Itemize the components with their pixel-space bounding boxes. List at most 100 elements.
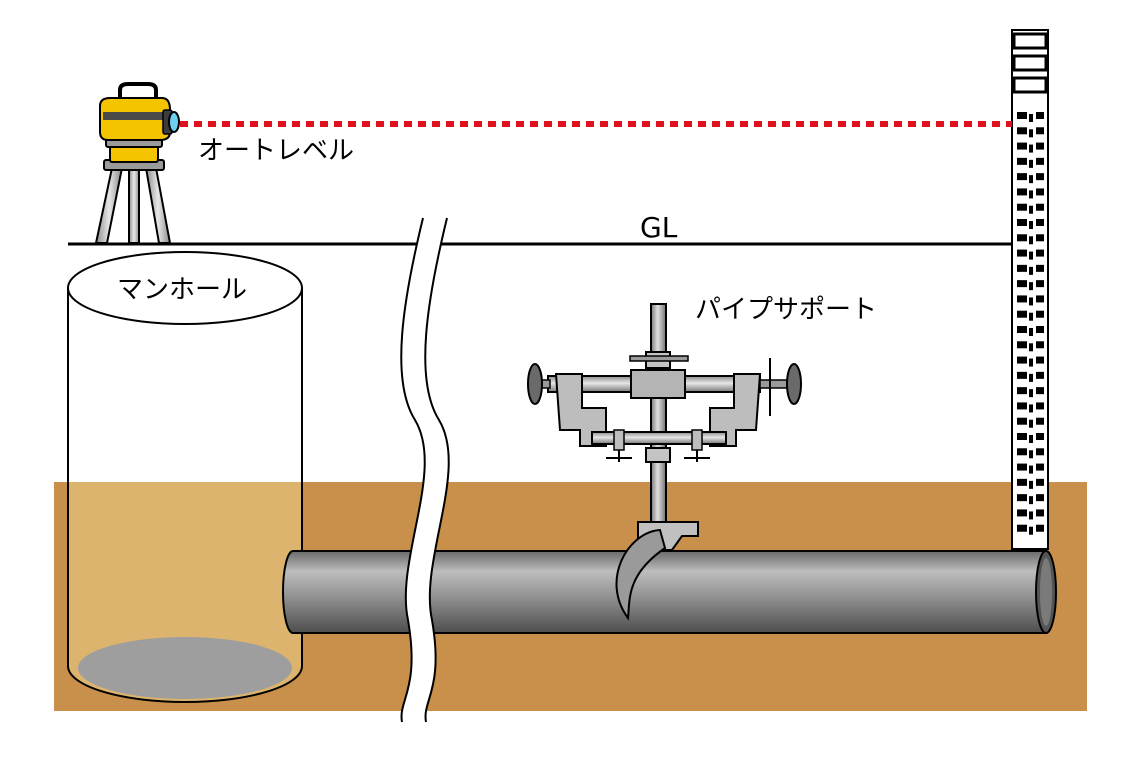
staff-mark <box>1017 433 1027 440</box>
staff-mark-tick <box>1029 389 1033 398</box>
staff-mark <box>1017 478 1027 486</box>
staff-mark <box>1036 249 1044 257</box>
manhole-label: マンホール <box>117 275 248 305</box>
staff-mark <box>1036 417 1044 425</box>
staff-mark <box>1017 173 1027 181</box>
staff-mark-tick <box>1029 129 1033 138</box>
manhole <box>67 251 303 703</box>
auto-level-instrument <box>99 82 180 163</box>
staff-mark <box>1036 494 1044 502</box>
staff-mark <box>1017 387 1027 395</box>
staff-mark <box>1036 310 1044 318</box>
staff-mark <box>1036 371 1044 379</box>
staff-mark <box>1017 280 1027 288</box>
staff-mark-tick <box>1029 282 1033 291</box>
staff-mark-tick <box>1029 480 1033 489</box>
manhole-opening <box>67 251 303 325</box>
staff-top-block <box>1012 76 1048 94</box>
staff-mark-tick <box>1029 236 1033 245</box>
staff-mark <box>1017 203 1027 211</box>
staff-mark <box>1036 219 1044 226</box>
staff-mark-tick <box>1029 526 1033 535</box>
pipe-support <box>527 303 802 621</box>
staff-mark-tick <box>1029 144 1033 153</box>
staff-mark <box>1017 157 1027 165</box>
staff-mark <box>1017 463 1027 471</box>
staff-mark <box>1017 127 1027 135</box>
staff-mark <box>1036 326 1044 333</box>
staff-mark <box>1036 463 1044 471</box>
tripod <box>94 159 172 244</box>
leveling-staff <box>1011 29 1049 550</box>
staff-mark-tick <box>1029 404 1033 413</box>
staff-mark <box>1036 157 1044 165</box>
staff-mark-tick <box>1029 465 1033 474</box>
ground-line-label: GL <box>640 211 678 244</box>
staff-mark-tick <box>1029 221 1033 229</box>
staff-mark <box>1036 448 1044 456</box>
staff-mark-tick <box>1029 159 1033 168</box>
staff-mark <box>1017 295 1027 303</box>
staff-mark <box>1017 249 1027 257</box>
staff-mark <box>1036 188 1044 196</box>
staff-mark <box>1017 494 1027 502</box>
staff-mark-tick <box>1029 312 1033 321</box>
staff-mark <box>1036 433 1044 440</box>
staff-mark <box>1017 264 1027 272</box>
staff-mark-tick <box>1029 190 1033 199</box>
staff-mark <box>1017 509 1027 517</box>
staff-mark-tick <box>1029 328 1033 336</box>
staff-mark <box>1036 341 1044 349</box>
staff-mark-tick <box>1029 450 1033 459</box>
staff-mark <box>1017 142 1027 150</box>
auto-level-label: オートレベル <box>198 136 355 166</box>
staff-mark <box>1036 234 1044 242</box>
pipe-support-label: パイプサポート <box>695 295 878 325</box>
staff-mark-tick <box>1029 358 1033 367</box>
staff-top-block <box>1012 32 1048 50</box>
staff-mark-tick <box>1029 175 1033 184</box>
manhole-floor <box>78 637 292 699</box>
pipe <box>282 550 1057 634</box>
staff-mark <box>1017 219 1027 226</box>
objective-lens <box>168 111 180 133</box>
staff-mark-tick <box>1029 419 1033 428</box>
staff-mark <box>1036 402 1044 410</box>
staff-mark <box>1017 402 1027 410</box>
staff-top-block <box>1012 54 1048 72</box>
left-knob <box>527 363 543 405</box>
staff-mark <box>1017 371 1027 379</box>
staff-mark-tick <box>1029 205 1033 214</box>
staff-mark-tick <box>1029 373 1033 382</box>
staff-mark <box>1036 173 1044 181</box>
staff-mark <box>1017 356 1027 364</box>
staff-mark <box>1017 448 1027 456</box>
staff-graduations <box>1012 32 1048 535</box>
staff-mark <box>1017 326 1027 333</box>
staff-mark <box>1036 356 1044 364</box>
staff-mark <box>1036 142 1044 150</box>
staff-mark-tick <box>1029 496 1033 505</box>
staff-mark-tick <box>1029 511 1033 520</box>
staff-mark <box>1036 524 1044 532</box>
staff-mark-tick <box>1029 114 1033 122</box>
staff-mark-tick <box>1029 297 1033 306</box>
right-knob <box>786 363 802 405</box>
staff-mark <box>1017 188 1027 196</box>
staff-mark <box>1017 524 1027 532</box>
staff-mark <box>1036 387 1044 395</box>
staff-mark-tick <box>1029 266 1033 275</box>
staff-mark <box>1036 127 1044 135</box>
staff-mark-tick <box>1029 251 1033 260</box>
staff-mark-tick <box>1029 435 1033 443</box>
staff-mark <box>1036 478 1044 486</box>
staff-mark <box>1036 264 1044 272</box>
staff-mark <box>1036 203 1044 211</box>
staff-mark <box>1017 417 1027 425</box>
staff-mark <box>1017 112 1027 119</box>
staff-mark <box>1017 310 1027 318</box>
staff-mark <box>1036 509 1044 517</box>
staff-mark <box>1036 280 1044 288</box>
